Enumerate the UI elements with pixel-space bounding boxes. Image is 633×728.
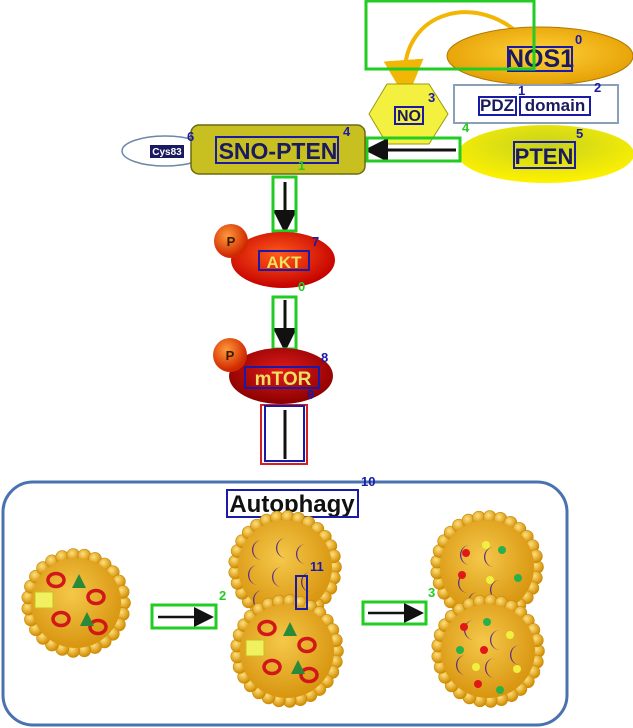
mtor-label: mTOR	[255, 369, 312, 390]
lysosome-dot	[458, 571, 466, 579]
ann-blue-5: 5	[576, 126, 583, 141]
ann-blue-8: 8	[321, 350, 328, 365]
green-box-4	[365, 136, 462, 163]
er-triangle	[80, 612, 94, 626]
akt-node: P AKT	[214, 224, 335, 288]
blue-box-11	[295, 575, 308, 610]
cell-normal	[21, 548, 131, 658]
sno-pten-node: SNO-PTEN	[190, 124, 366, 175]
ann-green-4: 4	[462, 120, 470, 135]
er-triangle	[72, 574, 86, 588]
ann-blue-1: 1	[518, 83, 525, 98]
nos1-node: NOS1	[446, 26, 633, 86]
lysosome-dot	[483, 618, 491, 626]
mitochondrion	[51, 610, 71, 628]
ann-green-3: 3	[428, 585, 435, 600]
mitochondrion	[262, 658, 282, 676]
pten-node: PTEN	[458, 125, 633, 183]
ann-blue-9: 9	[307, 387, 314, 402]
pten-label-box	[513, 141, 576, 169]
lysosome-dot	[506, 631, 514, 639]
sno-pten-label: SNO-PTEN	[219, 138, 338, 164]
lysosome-dot	[513, 665, 521, 673]
mitochondrion	[46, 571, 66, 589]
nos1-to-no-arrow	[383, 10, 527, 100]
mtor-inhibition	[260, 404, 308, 465]
green-box-1	[271, 175, 298, 233]
domain-label: domain	[525, 96, 585, 115]
cys83-node: Cys83	[121, 135, 209, 167]
ann-green-0: 0	[298, 279, 305, 294]
mitochondrion	[257, 619, 277, 637]
mitochondrion	[299, 666, 319, 684]
ann-blue-3: 3	[428, 90, 435, 105]
no-label: NO	[397, 108, 421, 125]
lysosome-dot	[496, 686, 504, 694]
lysosome-dot	[472, 663, 480, 671]
mitochondrion	[86, 588, 106, 606]
er-triangle	[291, 660, 305, 674]
ann-blue-0: 0	[575, 32, 582, 47]
mitochondrion	[297, 636, 317, 654]
domain-label-box	[519, 96, 591, 116]
mtor-node: P mTOR	[213, 338, 333, 404]
cell-body	[240, 604, 334, 698]
akt-label: AKT	[267, 253, 303, 272]
ann-blue-4: 4	[343, 124, 351, 139]
nos1-label-box	[507, 46, 573, 72]
lysosome-dot	[460, 623, 468, 631]
green-box-2	[150, 603, 218, 630]
green-box-top	[364, 0, 536, 71]
lysosome-dot	[482, 541, 490, 549]
pten-label: PTEN	[515, 144, 574, 169]
mtor-label-box	[244, 366, 320, 389]
lysosome-dot	[456, 646, 464, 654]
mtor-phospho	[213, 338, 247, 372]
mtor-p-label: P	[226, 348, 235, 363]
cys-label-box	[150, 145, 184, 158]
ann-green-2: 2	[219, 588, 226, 603]
akt-phospho	[214, 224, 248, 258]
cell-body	[441, 604, 535, 698]
akt-label-box	[258, 250, 310, 271]
ann-blue-7: 7	[312, 234, 319, 249]
cell-body	[440, 520, 534, 614]
vesicle-square	[34, 591, 54, 609]
er-triangle	[283, 622, 297, 636]
lysosome-dot	[480, 646, 488, 654]
lysosome-dot	[498, 546, 506, 554]
cell-autophagosome-bottom	[230, 594, 344, 708]
mitochondrion	[88, 618, 108, 636]
no-label-box	[394, 106, 424, 125]
lysosome-dot	[462, 549, 470, 557]
no-node: NO	[368, 83, 449, 145]
cell-autolysosome-bottom	[431, 594, 545, 708]
cys-label: Cys83	[152, 147, 182, 158]
blue-box-9	[264, 405, 305, 462]
green-box-3	[361, 600, 428, 626]
sno-pten-label-box	[215, 136, 339, 164]
pdz-domain-box: PDZ domain	[453, 84, 619, 124]
lysosome-dot	[486, 576, 494, 584]
pdz-label: PDZ	[480, 96, 514, 115]
lysosome-dot	[514, 574, 522, 582]
vesicle-square	[245, 639, 265, 657]
lysosome-dot	[474, 680, 482, 688]
pdz-label-box	[478, 96, 517, 116]
cell-body	[31, 558, 121, 648]
akt-p-label: P	[227, 234, 236, 249]
cell-body	[238, 520, 332, 614]
ann-blue-2: 2	[594, 80, 601, 95]
ann-green-1: 1	[298, 158, 305, 173]
ann-blue-11: 11	[310, 559, 324, 574]
ann-blue-6: 6	[187, 129, 194, 144]
ann-blue-10: 10	[361, 474, 375, 489]
